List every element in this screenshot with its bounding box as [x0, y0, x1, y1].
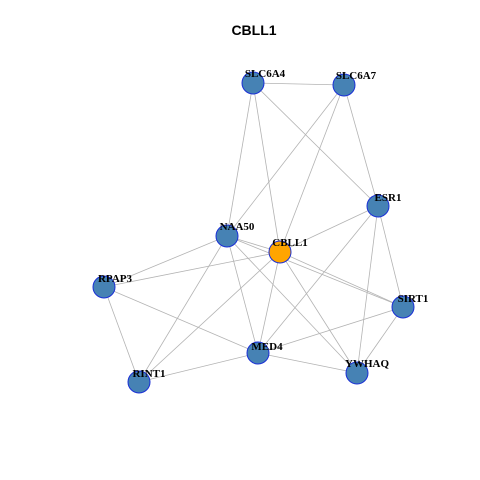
node-esr1: [366, 194, 390, 218]
node-label-cbll1: CBLL1: [272, 237, 307, 249]
edge-esr1-sirt1: [377, 205, 404, 308]
node-slc6a4: [241, 71, 265, 95]
edge-cbll1-med4: [257, 251, 281, 354]
node-label-rpap3: RPAP3: [98, 273, 133, 285]
edge-rpap3-med4: [103, 286, 259, 354]
edge-slc6a7-naa50: [226, 84, 345, 237]
edge-naa50-ywhaq: [226, 235, 358, 374]
edge-med4-rint1: [138, 352, 259, 383]
edge-cbll1-rint1: [138, 251, 281, 383]
node-label-rint1: RINT1: [132, 368, 165, 380]
node-sirt1: [391, 295, 415, 319]
edge-cbll1-sirt1: [279, 251, 404, 308]
node-med4: [246, 341, 270, 365]
edge-slc6a4-slc6a7: [252, 82, 345, 86]
node-label-med4: MED4: [251, 341, 283, 353]
edge-sirt1-med4: [257, 306, 404, 354]
edge-esr1-ywhaq: [356, 205, 379, 374]
node-cbll1: [268, 240, 292, 264]
edge-naa50-rpap3: [103, 235, 228, 288]
edge-naa50-rint1: [138, 235, 228, 383]
edge-slc6a4-esr1: [252, 82, 379, 207]
edge-cbll1-ywhaq: [279, 251, 358, 374]
edge-slc6a7-esr1: [343, 84, 379, 207]
edge-slc6a4-cbll1: [252, 82, 281, 253]
node-rint1: [127, 370, 151, 394]
node-label-esr1: ESR1: [375, 192, 402, 204]
node-ywhaq: [345, 361, 369, 385]
node-label-slc6a4: SLC6A4: [245, 68, 286, 80]
edge-naa50-med4: [226, 235, 259, 354]
edge-slc6a7-cbll1: [279, 84, 345, 253]
edge-naa50-sirt1: [226, 235, 404, 308]
node-rpap3: [92, 275, 116, 299]
graph-title: CBLL1: [231, 22, 276, 38]
node-label-naa50: NAA50: [220, 221, 255, 233]
edge-esr1-cbll1: [279, 205, 379, 253]
node-label-slc6a7: SLC6A7: [336, 70, 377, 82]
edge-sirt1-ywhaq: [356, 306, 404, 374]
edge-esr1-med4: [257, 205, 379, 354]
edge-slc6a4-naa50: [226, 82, 254, 237]
edge-med4-ywhaq: [257, 352, 358, 374]
node-slc6a7: [332, 73, 356, 97]
node-naa50: [215, 224, 239, 248]
label-layer: SLC6A4 SLC6A7ESR1NAA50CBLL1RPAP3SIRT1MED4…: [98, 68, 428, 380]
node-layer: [92, 71, 415, 394]
node-label-ywhaq: YWHAQ: [345, 358, 389, 370]
edge-rpap3-rint1: [103, 286, 140, 383]
node-label-sirt1: SIRT1: [398, 293, 429, 305]
edge-cbll1-rpap3: [103, 251, 281, 288]
